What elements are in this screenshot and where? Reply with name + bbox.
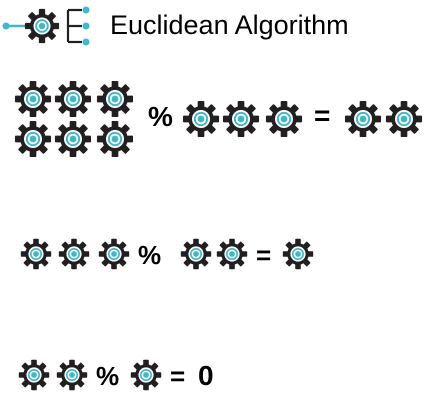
equals-sign: = [314,100,331,131]
divisor-gear-icon [265,100,303,138]
divisor-gear-icon [216,238,248,270]
remainder-gear-icon [282,238,314,270]
dividend-gear-icon [96,120,134,158]
dividend-gear-icon [98,238,130,270]
dividend-gear-icon [58,238,90,270]
dividend-gear-icon [54,120,92,158]
result-zero: 0 [198,360,214,391]
dividend-gear-icon [14,120,52,158]
dividend-gear-icon [14,80,52,118]
gear-tree-logo-icon [2,6,90,46]
divisor-gear-icon [222,100,260,138]
dividend-gear-icon [56,359,88,391]
dividend-gear-icon [96,80,134,118]
modulo-operator: % [148,101,173,132]
modulo-operator: % [138,240,162,270]
dividend-gear-icon [54,80,92,118]
equals-sign: = [170,361,186,391]
equals-sign: = [256,240,272,270]
remainder-gear-icon [344,100,382,138]
divisor-gear-icon [130,359,162,391]
dividend-gear-icon [20,238,52,270]
dividend-gear-icon [18,359,50,391]
divisor-gear-icon [180,238,212,270]
page-title: Euclidean Algorithm [110,10,349,40]
modulo-operator: % [96,361,120,391]
remainder-gear-icon [385,100,423,138]
divisor-gear-icon [182,100,220,138]
